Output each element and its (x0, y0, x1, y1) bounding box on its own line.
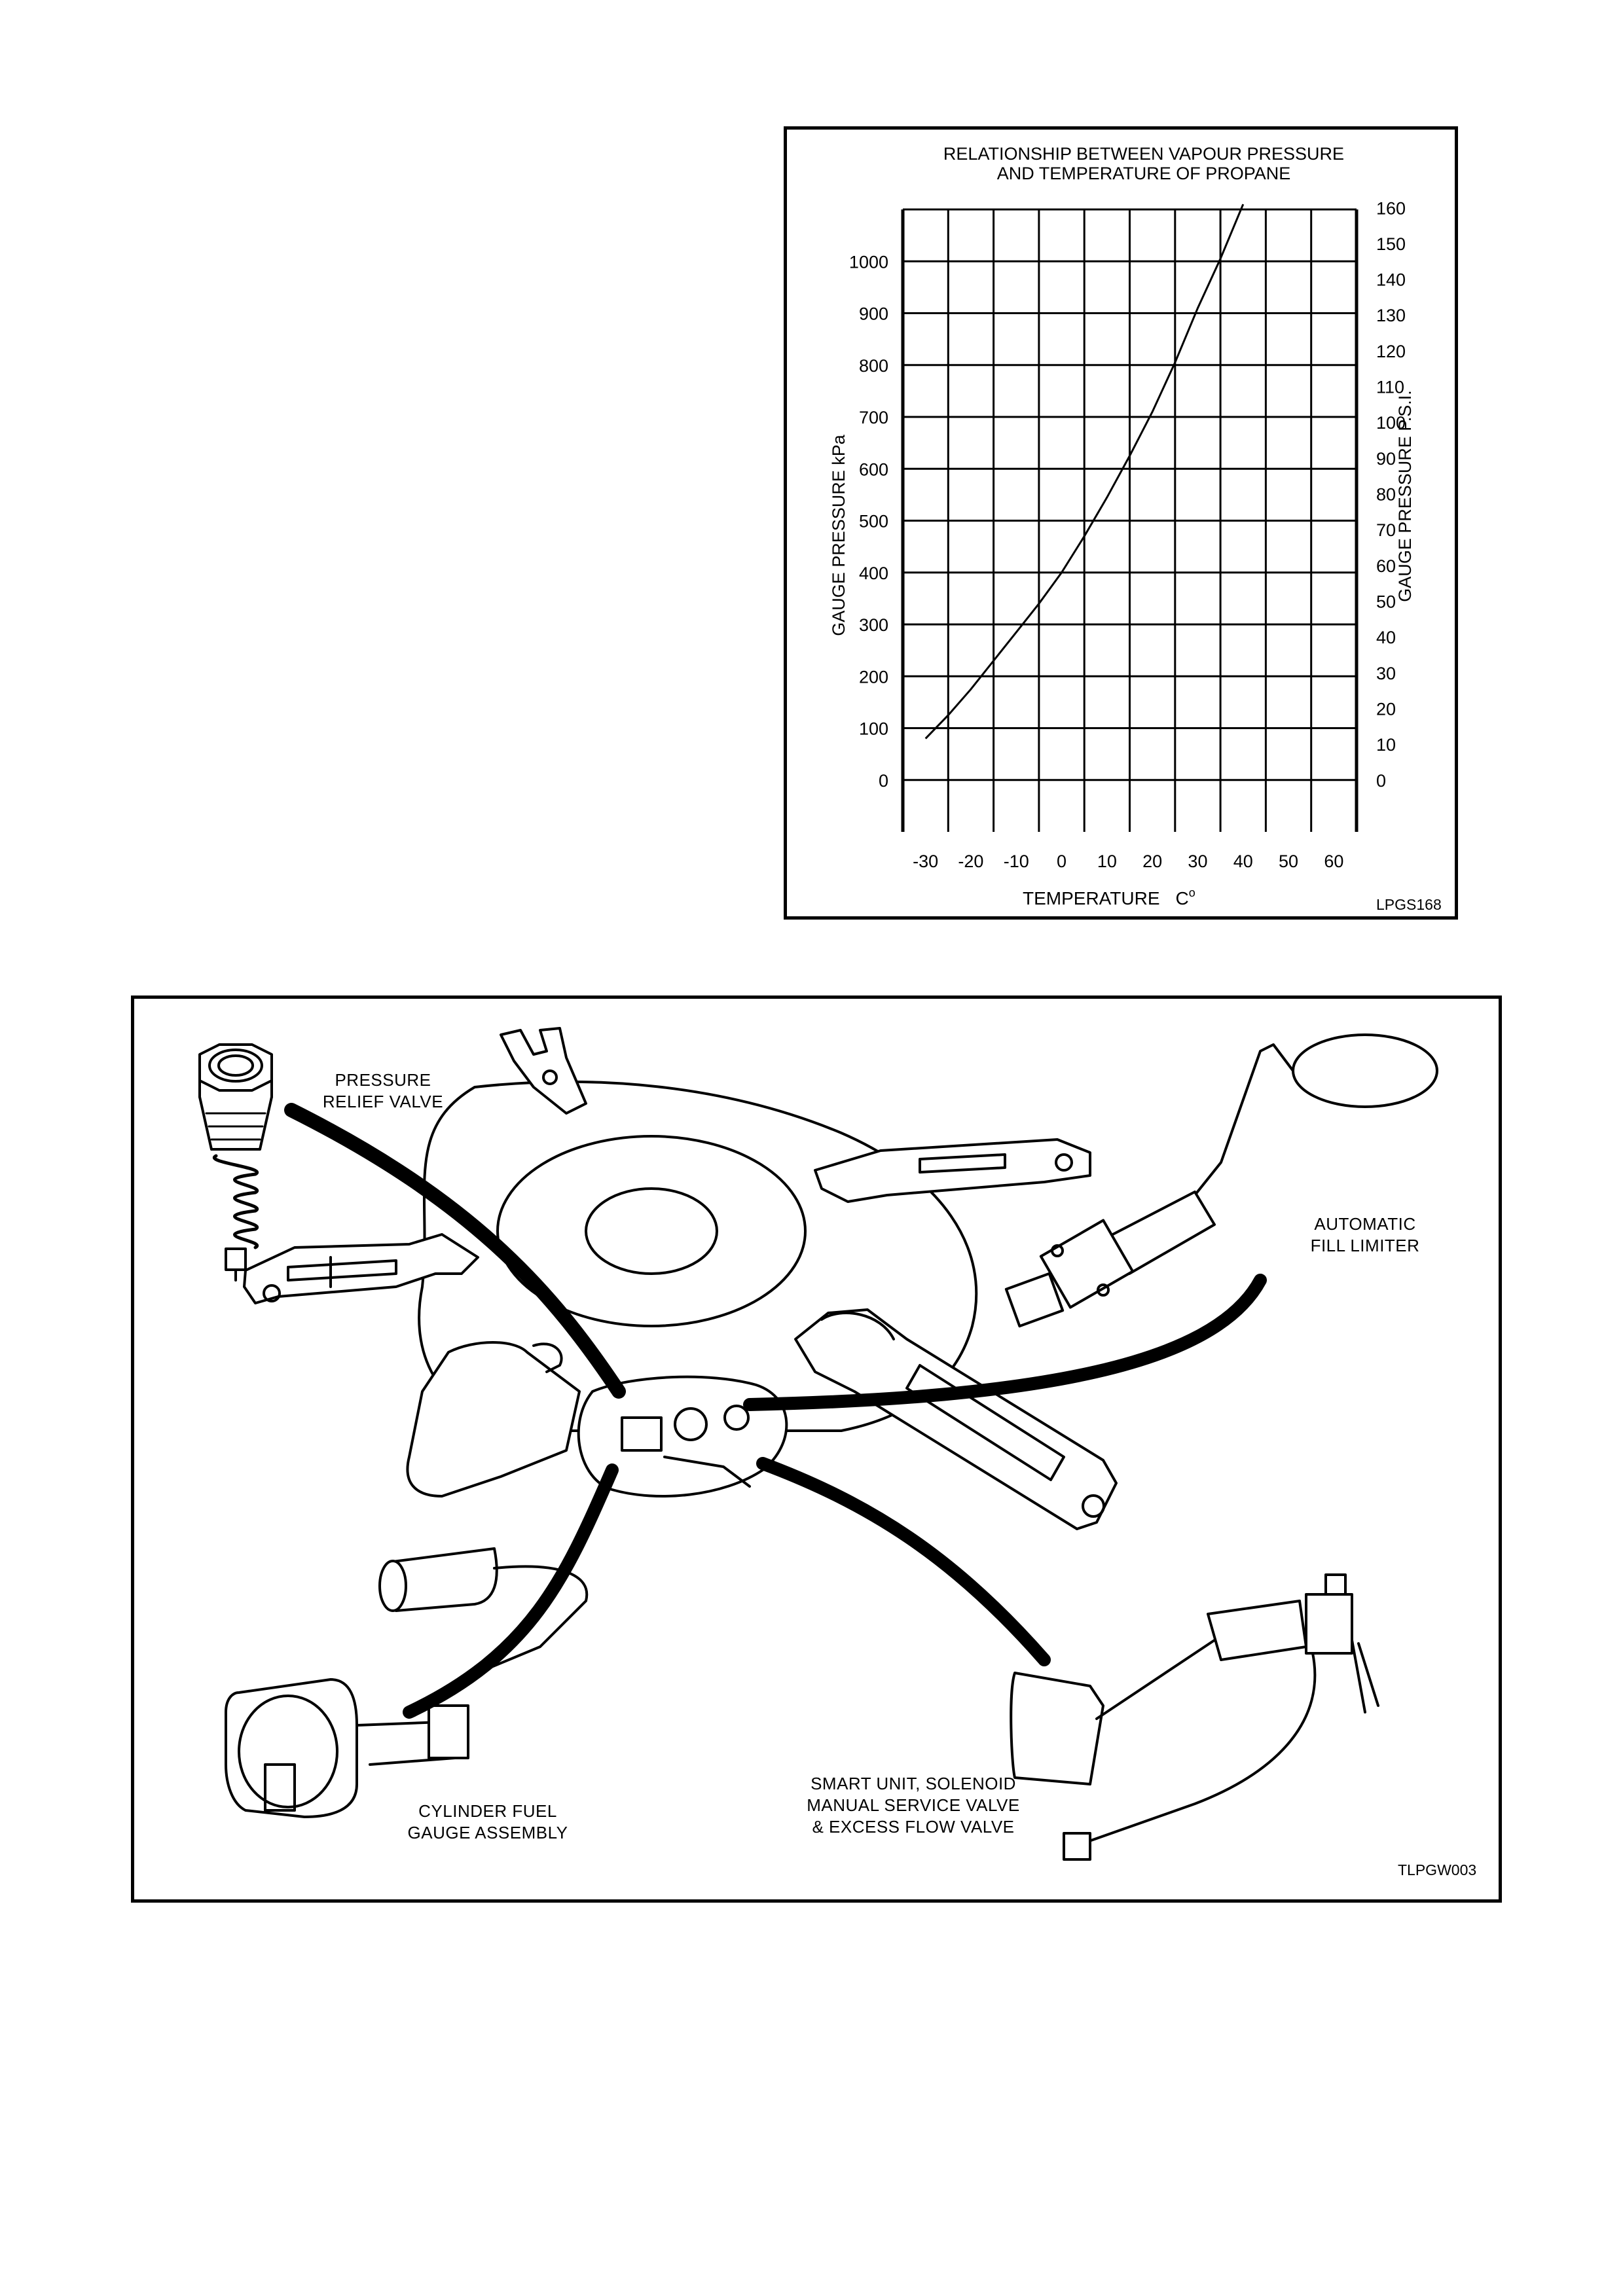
x-tick-label: -10 (1004, 852, 1029, 871)
y-tick-label: 500 (859, 512, 888, 531)
y2-tick-label: 110 (1376, 378, 1404, 397)
y-tick-label: 300 (859, 615, 888, 635)
lower-right-mounting-bracket (794, 1308, 1118, 1530)
vapour-pressure-chart-frame: RELATIONSHIP BETWEEN VAPOUR PRESSURE AND… (784, 126, 1458, 920)
y-tick-label: 900 (859, 304, 888, 324)
y2-tick-label: 100 (1376, 413, 1406, 433)
left-outlet-housing (406, 1341, 581, 1498)
smart-unit-part (1010, 1573, 1379, 1861)
x-tick-label: -20 (958, 852, 983, 871)
y2-tick-label: 90 (1376, 449, 1396, 469)
x-tick-label: -30 (913, 852, 938, 871)
y2-axis-label: GAUGE PRESSURE P.S.I. (1395, 390, 1415, 602)
automatic-fill-limiter-part (1004, 1033, 1438, 1328)
pressure-relief-valve-part (198, 1043, 273, 1282)
y2-tick-label: 140 (1376, 270, 1406, 290)
y2-tick-labels: 0 10 20 30 40 50 60 70 80 90 100 110 120 130 140 150 160 (1376, 198, 1406, 790)
cylinder-fuel-gauge-label: CYLINDER FUEL GAUGE ASSEMBLY (407, 1801, 568, 1842)
y2-tick-label: 30 (1376, 664, 1396, 683)
vapour-pressure-chart: RELATIONSHIP BETWEEN VAPOUR PRESSURE AND… (829, 144, 1442, 913)
x-tick-label: 40 (1233, 852, 1253, 871)
y-tick-label: 1000 (849, 252, 888, 272)
vapour-pressure-curve (924, 204, 1245, 740)
y2-tick-label: 70 (1376, 520, 1396, 540)
lpg-cylinder-illustration (198, 1027, 1438, 1861)
x-tick-label: 20 (1142, 852, 1162, 871)
y-tick-label: 600 (859, 459, 888, 479)
y-tick-label: 0 (879, 771, 888, 791)
x-tick-label: 30 (1188, 852, 1207, 871)
y-tick-label: 200 (859, 667, 888, 687)
y2-tick-label: 60 (1376, 556, 1396, 576)
top-mounting-bracket (500, 1027, 587, 1115)
diagram-code: TLPGW003 (1398, 1861, 1477, 1878)
x-tick-labels: -30 -20 -10 0 10 20 30 40 50 60 (913, 852, 1343, 871)
chart-code: LPGS168 (1376, 896, 1442, 913)
leader-lines (284, 1103, 1267, 1719)
y2-tick-label: 150 (1376, 234, 1406, 254)
y-tick-label: 400 (859, 564, 888, 583)
cylinder-fuel-gauge-part (225, 1547, 589, 1818)
y-tick-label: 100 (859, 719, 888, 739)
automatic-fill-limiter-label: AUTOMATIC FILL LIMITER (1310, 1214, 1420, 1255)
x-tick-label: 0 (1057, 852, 1067, 871)
y2-tick-label: 160 (1376, 198, 1406, 218)
chart-title-line-1: RELATIONSHIP BETWEEN VAPOUR PRESSURE (943, 144, 1344, 164)
y-tick-label: 800 (859, 356, 888, 376)
y2-tick-label: 50 (1376, 592, 1396, 611)
lpg-cylinder-diagram-frame: PRESSURE RELIEF VALVE AUTOMATIC FILL LIM… (131, 996, 1502, 1903)
x-tick-label: 60 (1324, 852, 1343, 871)
right-mounting-bracket (814, 1138, 1091, 1203)
y2-tick-label: 0 (1376, 771, 1386, 791)
smart-unit-label: SMART UNIT, SOLENOID MANUAL SERVICE VALV… (807, 1774, 1020, 1837)
x-tick-label: 10 (1097, 852, 1117, 871)
x-tick-label: 50 (1279, 852, 1298, 871)
y2-tick-label: 10 (1376, 735, 1396, 755)
y2-tick-label: 40 (1376, 628, 1396, 647)
y2-tick-label: 130 (1376, 306, 1406, 325)
chart-title-line-2: AND TEMPERATURE OF PROPANE (997, 164, 1291, 183)
y2-tick-label: 80 (1376, 485, 1396, 505)
pressure-relief-valve-label: PRESSURE RELIEF VALVE (322, 1070, 444, 1111)
y-axis-label: GAUGE PRESSURE kPa (829, 434, 848, 636)
left-mounting-bracket (243, 1233, 479, 1304)
y-tick-label: 700 (859, 408, 888, 427)
chart-grid (901, 208, 1359, 832)
y2-tick-label: 120 (1376, 342, 1406, 361)
y2-tick-label: 20 (1376, 699, 1396, 719)
y-tick-labels: 0 100 200 300 400 500 600 700 800 900 1000 (849, 252, 888, 791)
